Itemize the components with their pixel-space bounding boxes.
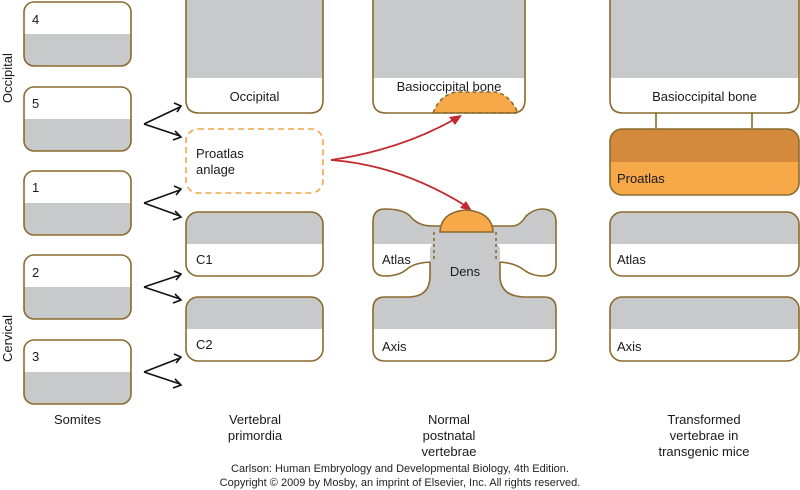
credit-line-2: Copyright © 2009 by Mosby, an imprint of… xyxy=(219,477,581,489)
somite-4-number: 4 xyxy=(32,12,40,27)
c2-label: C2 xyxy=(196,337,213,352)
somite-4 xyxy=(23,1,132,67)
transformed-basioccipital-label: Basioccipital bone xyxy=(652,89,757,104)
somite-1 xyxy=(23,170,132,236)
somite-5 xyxy=(23,86,132,152)
column-label-primordia: Vertebral primordia xyxy=(227,412,283,443)
normal-basioccipital-bone xyxy=(372,0,526,114)
column-label-normal: Normal postnatal vertebrae xyxy=(421,412,477,459)
transformed-atlas xyxy=(609,211,800,277)
transformed-basioccipital-bone xyxy=(609,0,800,114)
somite-split-arrows xyxy=(143,102,183,389)
normal-axis-label: Axis xyxy=(382,339,407,354)
normal-atlas-label: Atlas xyxy=(382,252,411,267)
transformed-axis-label: Axis xyxy=(617,339,642,354)
somite-3 xyxy=(23,339,132,405)
occipital-region-label: Occipital xyxy=(0,53,15,103)
transformed-atlas-label: Atlas xyxy=(617,252,646,267)
somite-2 xyxy=(23,254,132,320)
c1-label: C1 xyxy=(196,252,213,267)
proatlas-anlage-box xyxy=(185,128,324,194)
somite-3-number: 3 xyxy=(32,349,40,364)
fusion-connectors xyxy=(655,113,753,129)
proatlas-anlage-label: Proatlas anlage xyxy=(196,146,244,177)
somite-2-number: 2 xyxy=(32,265,40,280)
transformed-axis xyxy=(609,296,800,362)
transformed-proatlas xyxy=(609,128,800,196)
occipital-primordium-label: Occipital xyxy=(229,89,280,104)
credit-line-1: Carlson: Human Embryology and Developmen… xyxy=(231,463,569,475)
column-label-transformed: Transformed vertebrae in transgenic mice xyxy=(658,412,750,459)
normal-basioccipital-label: Basioccipital bone xyxy=(396,79,502,94)
dens-label: Dens xyxy=(449,264,481,279)
cervical-region-label: Cervical xyxy=(0,315,15,362)
c2-primordium xyxy=(185,296,324,362)
occipital-primordium xyxy=(185,0,324,114)
somite-1-number: 1 xyxy=(32,180,40,195)
somite-5-number: 5 xyxy=(32,96,40,111)
column-label-somites: Somites xyxy=(54,412,101,427)
c1-primordium xyxy=(185,211,324,277)
normal-dens-tip xyxy=(439,209,494,233)
transformed-proatlas-label: Proatlas xyxy=(617,171,665,186)
proatlas-fate-arrows xyxy=(330,115,472,211)
